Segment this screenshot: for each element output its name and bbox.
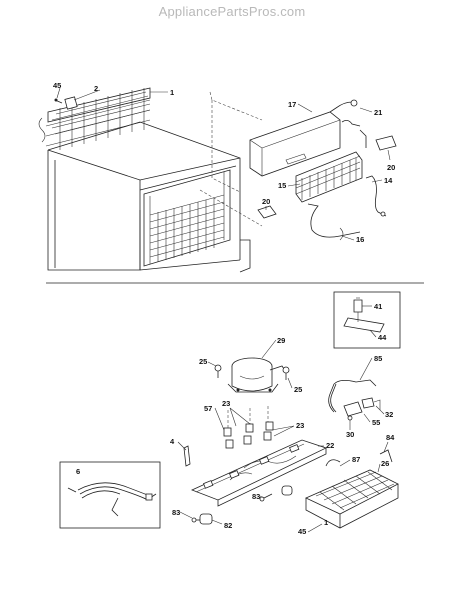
compressor	[227, 357, 287, 393]
drain-pan	[305, 449, 399, 529]
part-label-17: 17	[288, 100, 296, 109]
condenser-coil	[38, 87, 151, 150]
part-label-26: 26	[381, 459, 389, 468]
part-label-4: 4	[170, 437, 175, 446]
leader-lines	[56, 87, 391, 533]
part-label-22: 22	[326, 441, 334, 450]
tube-85	[328, 379, 377, 413]
part-label-15: 15	[278, 181, 286, 190]
part-label-87: 87	[352, 455, 360, 464]
part-label-21: 21	[374, 108, 382, 117]
part-label-57: 57	[204, 404, 212, 413]
part-4-bracket	[183, 445, 191, 467]
inset-box-41-44	[333, 291, 401, 349]
watermark-logo: AppliancePartsPros.com	[158, 4, 306, 19]
part-label-45-top: 45	[53, 81, 61, 90]
base-plate	[190, 439, 328, 507]
part-label-25-left: 25	[199, 357, 207, 366]
part-label-45-bottom: 45	[298, 527, 306, 536]
part-label-30: 30	[346, 430, 354, 439]
part-label-14: 14	[384, 176, 393, 185]
inset-box-power-cord	[59, 461, 161, 529]
part-label-55: 55	[372, 418, 380, 427]
screws-25	[214, 364, 290, 380]
evaporator-assembly	[249, 99, 397, 241]
part-label-1-top: 1	[170, 88, 174, 97]
screws-83	[191, 485, 293, 525]
part-label-23-right: 23	[296, 421, 304, 430]
part-label-82: 82	[224, 521, 232, 530]
grommets	[223, 406, 274, 449]
part-label-84: 84	[386, 433, 395, 442]
relay-assembly	[343, 397, 381, 421]
part-label-20-right: 20	[387, 163, 395, 172]
part-label-20-left: 20	[262, 197, 270, 206]
part-label-44: 44	[378, 333, 387, 342]
part-label-2: 2	[94, 84, 98, 93]
part-label-29: 29	[277, 336, 285, 345]
part-label-32: 32	[385, 410, 393, 419]
part-label-83-left: 83	[172, 508, 180, 517]
part-label-16: 16	[356, 235, 364, 244]
part-label-23-top: 23	[222, 399, 230, 408]
part-label-1-bottom: 1	[324, 518, 328, 527]
part-label-25-right: 25	[294, 385, 302, 394]
part-label-85: 85	[374, 354, 382, 363]
cabinet-assembly	[38, 87, 263, 273]
part-label-83-right: 83	[252, 492, 260, 501]
part-label-41: 41	[374, 302, 382, 311]
part-label-6: 6	[76, 467, 80, 476]
